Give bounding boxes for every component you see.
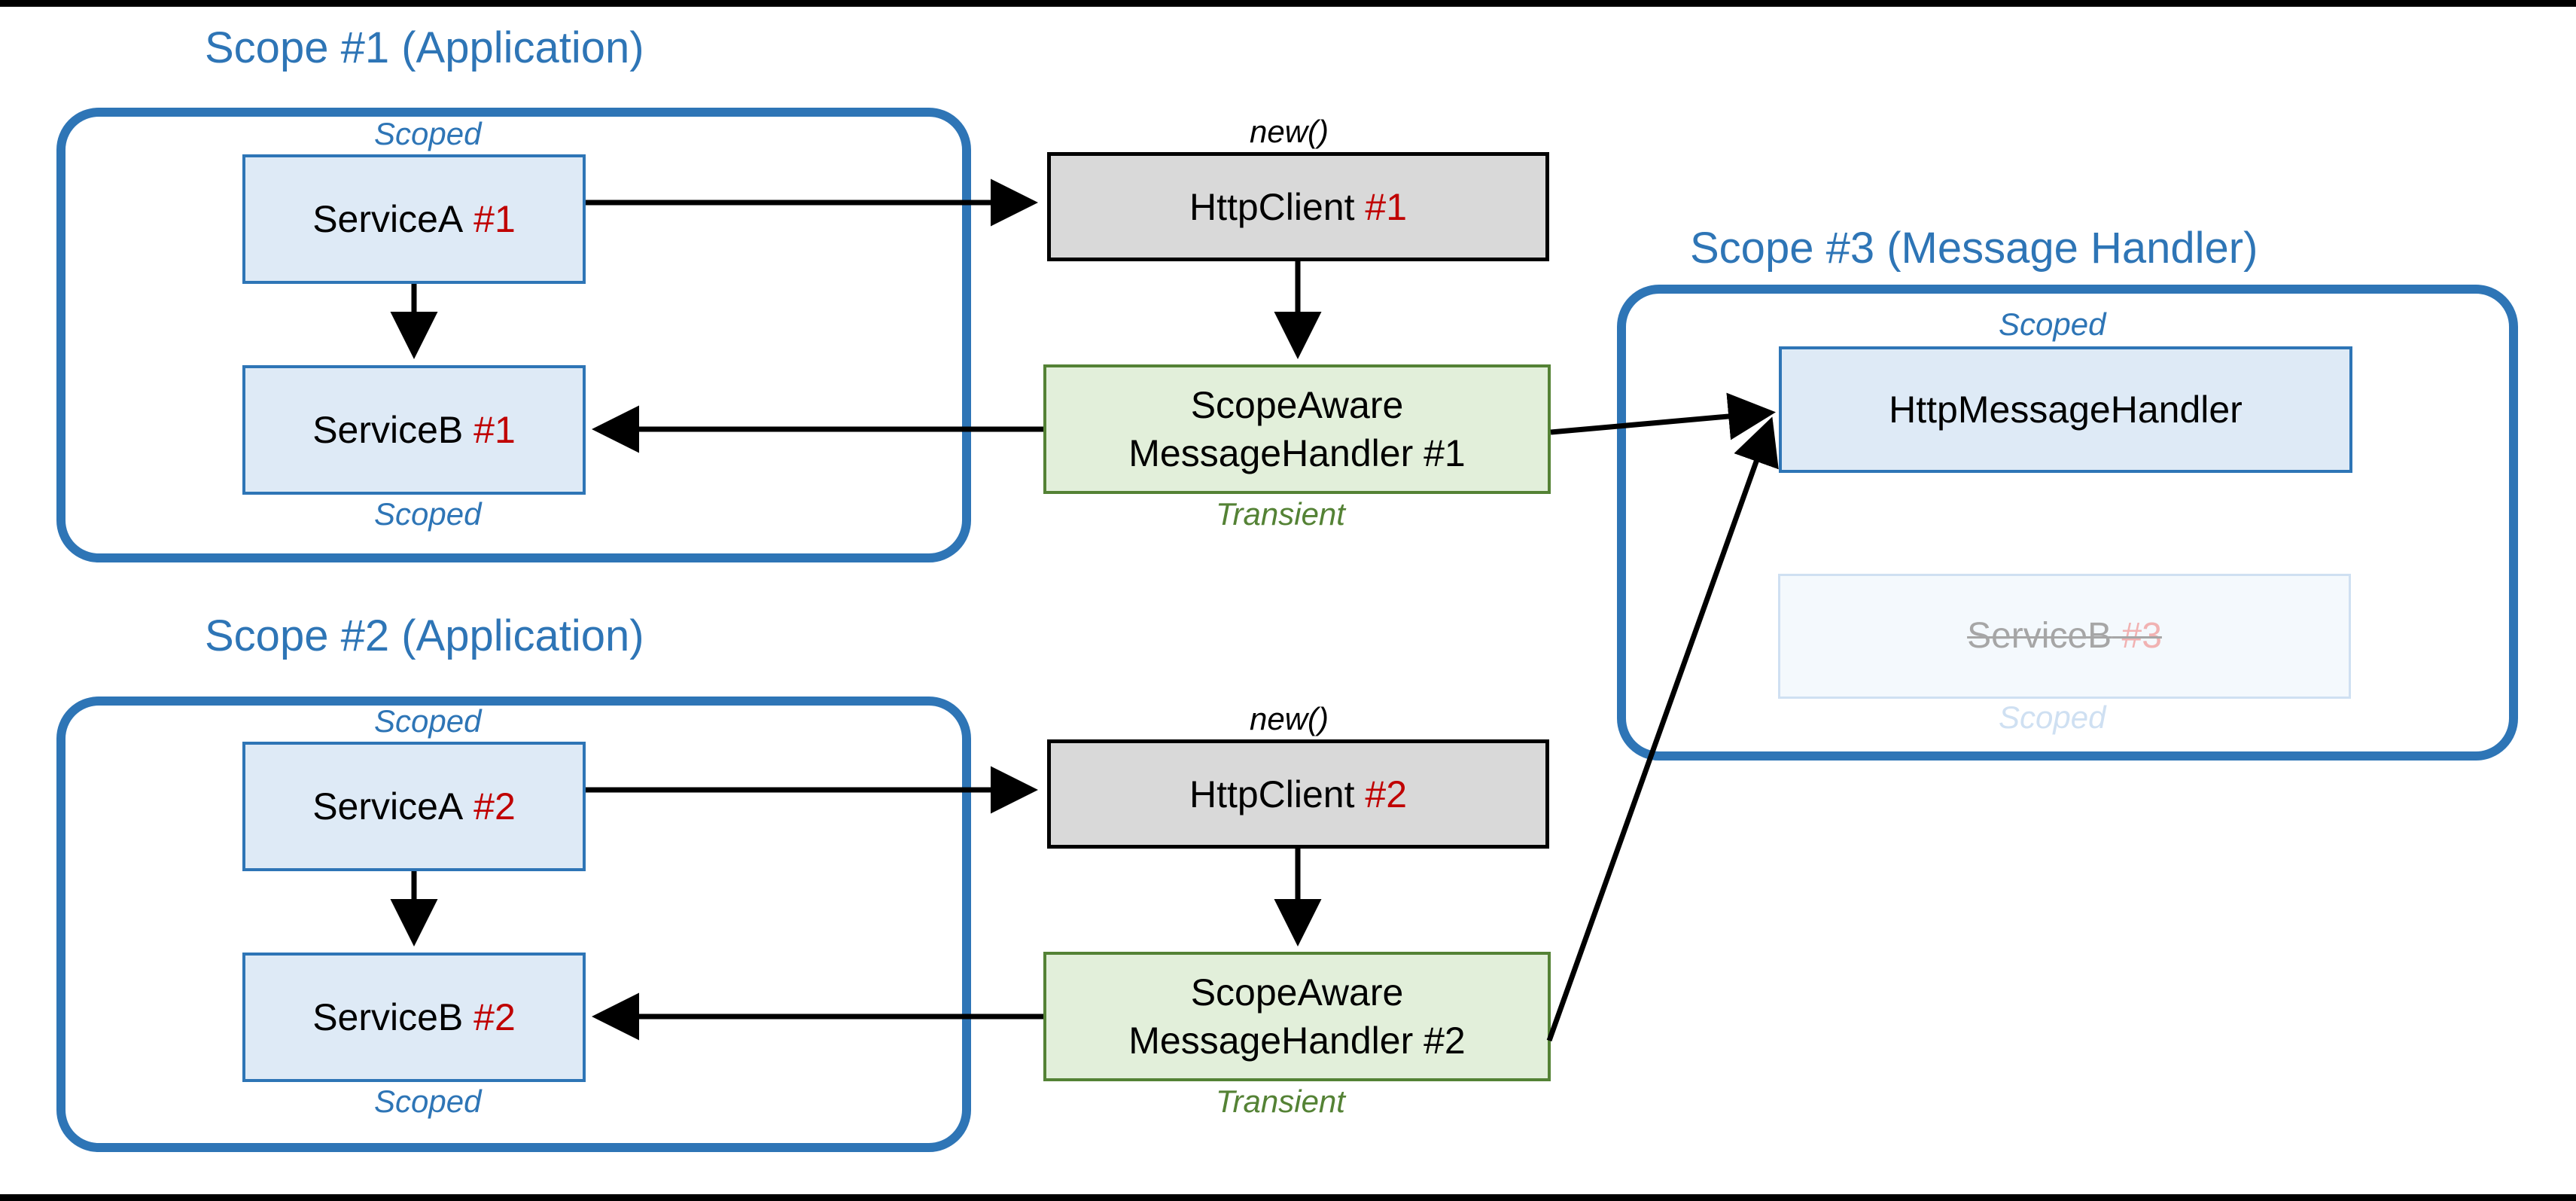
node-handler2-instance: #2: [1423, 1020, 1466, 1062]
scope-2-title: Scope #2 (Application): [205, 611, 644, 660]
node-serviceA2-label: ServiceA #2: [312, 785, 516, 828]
node-handler1-name: MessageHandler: [1128, 432, 1414, 474]
node-serviceB2-instance: #2: [473, 996, 516, 1038]
scope-1-container: [56, 108, 971, 562]
node-serviceB3[interactable]: ServiceB #3: [1778, 574, 2351, 699]
httpClient1-lifetime-caption: new(): [1250, 114, 1329, 149]
node-httpclient1-instance: #1: [1365, 185, 1408, 228]
node-serviceB1-instance: #1: [473, 409, 516, 451]
node-serviceB1-label: ServiceB #1: [312, 408, 516, 452]
node-httpclient2-label: HttpClient #2: [1189, 773, 1407, 816]
node-httpclient1-name: HttpClient: [1189, 185, 1355, 228]
node-serviceB2-label: ServiceB #2: [312, 995, 516, 1039]
node-handler1-line1: ScopeAware: [1190, 384, 1404, 426]
node-serviceB3-name: ServiceB: [1967, 616, 2112, 656]
node-serviceA2-name: ServiceA: [312, 785, 464, 828]
node-serviceA1-instance: #1: [473, 198, 516, 240]
node-httpmessagehandler-label: HttpMessageHandler: [1889, 389, 2243, 431]
serviceB3-lifetime-caption: Scoped: [1999, 700, 2106, 735]
node-serviceA1-name: ServiceA: [312, 198, 464, 240]
node-httpclient1[interactable]: HttpClient #1: [1047, 152, 1549, 261]
node-serviceA2-instance: #2: [473, 785, 516, 828]
node-handler1-line2: MessageHandler #1: [1128, 429, 1466, 477]
serviceB1-lifetime-caption: Scoped: [374, 496, 482, 532]
node-serviceB1[interactable]: ServiceB #1: [242, 365, 586, 495]
msghandler3-lifetime-caption: Scoped: [1999, 306, 2106, 342]
node-serviceB2[interactable]: ServiceB #2: [242, 953, 586, 1082]
node-serviceB3-label: ServiceB #3: [1967, 615, 2162, 657]
node-httpclient2[interactable]: HttpClient #2: [1047, 739, 1549, 849]
node-handler1-instance: #1: [1423, 432, 1466, 474]
node-handler1[interactable]: ScopeAware MessageHandler #1: [1043, 364, 1551, 494]
serviceA2-lifetime-caption: Scoped: [374, 703, 482, 739]
node-httpclient2-name: HttpClient: [1189, 773, 1355, 815]
handler1-lifetime-caption: Transient: [1216, 496, 1345, 532]
serviceA1-lifetime-caption: Scoped: [374, 116, 482, 151]
scope-2-container: [56, 697, 971, 1152]
node-serviceB3-instance: #3: [2121, 616, 2162, 656]
node-handler2-name: MessageHandler: [1128, 1020, 1414, 1062]
handler2-lifetime-caption: Transient: [1216, 1084, 1345, 1119]
node-handler2[interactable]: ScopeAware MessageHandler #2: [1043, 952, 1551, 1081]
node-handler2-line2: MessageHandler #2: [1128, 1017, 1466, 1065]
scope-3-title: Scope #3 (Message Handler): [1690, 224, 2258, 273]
node-httpclient1-label: HttpClient #1: [1189, 185, 1407, 229]
serviceB2-lifetime-caption: Scoped: [374, 1084, 482, 1119]
top-black-bar: [0, 0, 2576, 7]
bottom-black-bar: [0, 1194, 2576, 1201]
node-httpmessagehandler[interactable]: HttpMessageHandler: [1779, 346, 2352, 473]
node-handler2-line1: ScopeAware: [1190, 971, 1404, 1014]
node-serviceB1-name: ServiceB: [312, 409, 464, 451]
node-serviceB2-name: ServiceB: [312, 996, 464, 1038]
node-serviceA1[interactable]: ServiceA #1: [242, 154, 586, 284]
node-httpclient2-instance: #2: [1365, 773, 1408, 815]
node-serviceA1-label: ServiceA #1: [312, 197, 516, 241]
httpClient2-lifetime-caption: new(): [1250, 701, 1329, 736]
scope-1-title: Scope #1 (Application): [205, 23, 644, 72]
node-serviceA2[interactable]: ServiceA #2: [242, 742, 586, 871]
